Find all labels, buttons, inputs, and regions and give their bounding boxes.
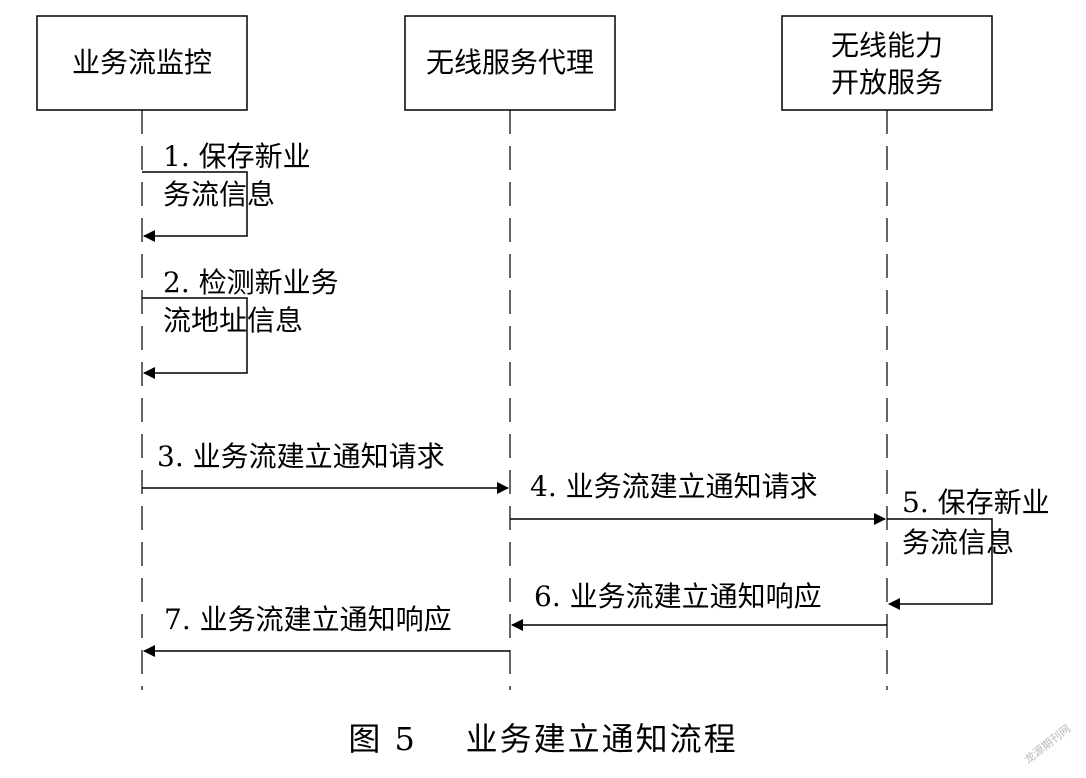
participant-label-line2: 开放服务 [831,66,943,99]
participant-wireless-service-agent: 无线服务代理 [404,15,616,111]
message-6-response: 6. 业务流建立通知响应 [511,580,887,631]
message-6-label: 6. 业务流建立通知响应 [534,580,822,613]
message-1-label-line1: 1. 保存新业 [163,140,311,173]
message-7-label: 7. 业务流建立通知响应 [164,603,452,636]
watermark: 龙源期刊网 [1021,721,1073,766]
message-2-self: 2. 检测新业务 流地址信息 [142,266,339,379]
participant-label: 无线服务代理 [426,46,594,79]
message-5-self: 5. 保存新业 务流信息 [887,486,1050,610]
message-2-label-line1: 2. 检测新业务 [163,266,339,299]
message-5-label-line1: 5. 保存新业 [902,486,1050,519]
message-7-response: 7. 业务流建立通知响应 [143,603,510,657]
message-5-label-line2: 务流信息 [902,526,1014,559]
message-4-request: 4. 业务流建立通知请求 [510,470,886,525]
figure-caption: 图 5 业务建立通知流程 [348,720,737,758]
participant-label-line1: 无线能力 [831,29,943,62]
message-4-label: 4. 业务流建立通知请求 [530,470,818,503]
message-1-label-line2: 务流信息 [163,178,275,211]
participant-label: 业务流监控 [72,46,212,79]
message-2-label-line2: 流地址信息 [163,304,303,337]
participant-wireless-capability-exposure: 无线能力 开放服务 [781,15,993,111]
message-1-self: 1. 保存新业 务流信息 [142,140,311,242]
message-3-label: 3. 业务流建立通知请求 [157,440,445,473]
message-3-request: 3. 业务流建立通知请求 [142,440,509,494]
participant-business-flow-monitor: 业务流监控 [36,15,248,111]
